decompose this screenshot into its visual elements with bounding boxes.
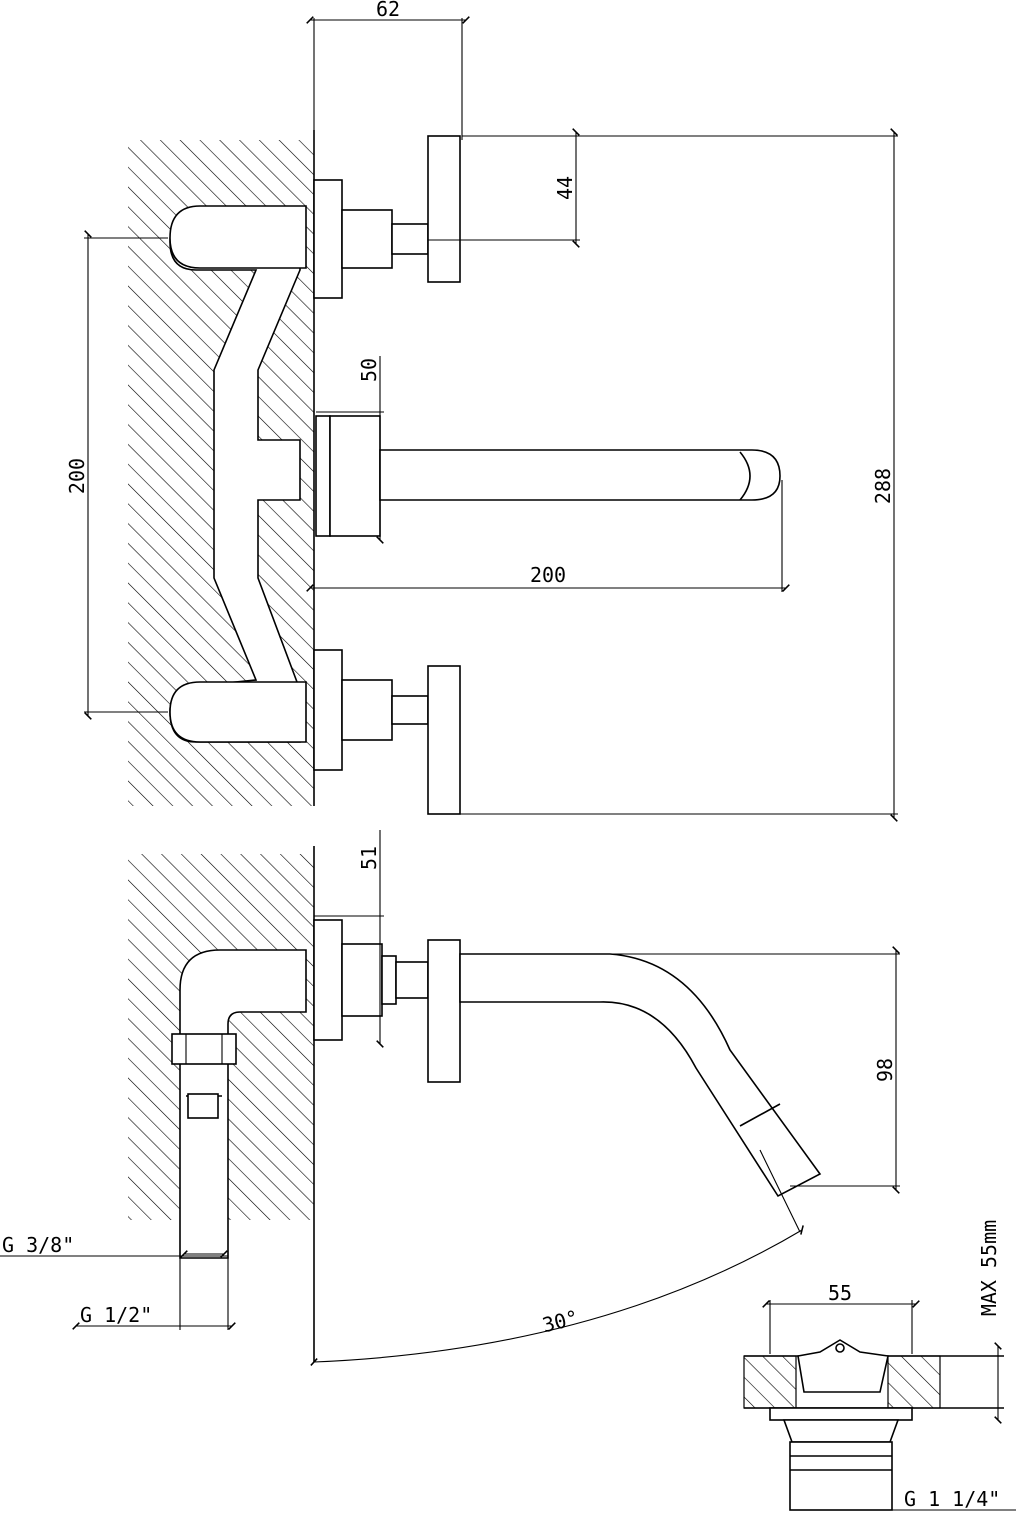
upper-valve-elbow xyxy=(169,205,307,269)
dimension-62: 62 xyxy=(306,0,470,140)
waste-cap xyxy=(797,1339,889,1393)
dim-50-label: 50 xyxy=(357,358,381,382)
dim-200h-label: 200 xyxy=(530,563,566,587)
dim-98-label: 98 xyxy=(873,1058,897,1082)
curved-spout xyxy=(459,953,822,1198)
lower-flange xyxy=(313,649,343,771)
side-handle xyxy=(427,939,461,1083)
dim-30-label: 30° xyxy=(540,1305,581,1337)
dimension-30deg: 30° xyxy=(310,1149,804,1366)
dimension-max-55: MAX 55mm xyxy=(977,1220,1002,1424)
spout-flange xyxy=(315,415,331,537)
dim-200v-label: 200 xyxy=(65,458,89,494)
thread-small-label: G 3/8" xyxy=(2,1233,74,1257)
upper-handle xyxy=(427,135,461,283)
dim-62-label: 62 xyxy=(376,0,400,21)
dimension-55: 55 xyxy=(762,1281,920,1354)
dimension-288: 288 xyxy=(460,128,898,822)
lower-valve-elbow xyxy=(169,681,307,743)
supply-elbow xyxy=(179,949,307,1259)
dim-51-label: 51 xyxy=(357,846,381,870)
dimension-50: 50 xyxy=(316,356,384,544)
waste-thread-label: G 1 1/4" xyxy=(904,1487,1000,1511)
dimension-44: 44 xyxy=(428,128,580,248)
dimension-200-horizontal: 200 xyxy=(306,480,790,592)
lower-handle xyxy=(427,665,461,815)
dim-55-label: 55 xyxy=(828,1281,852,1305)
side-flange xyxy=(313,919,343,1041)
dimension-waste-thread: G 1 1/4" xyxy=(790,1487,1016,1511)
dim-max-label: MAX 55mm xyxy=(977,1220,1001,1316)
thread-callouts: G 3/8" G 1/2" xyxy=(0,1233,236,1330)
side-view: 51 98 30° G 3/8" G 1/2" xyxy=(0,830,900,1366)
dimension-98: 98 xyxy=(460,946,900,1194)
waste-body xyxy=(789,1441,893,1511)
hex-nut xyxy=(171,1033,237,1065)
top-view: 62 44 288 50 200 200 xyxy=(65,0,898,822)
upper-flange xyxy=(313,179,343,299)
dimension-200-vertical: 200 xyxy=(65,230,168,720)
waste-detail: 55 MAX 55mm G 1 1/4" xyxy=(743,1220,1016,1511)
dim-288-label: 288 xyxy=(871,468,895,504)
thread-large-label: G 1/2" xyxy=(80,1303,152,1327)
dim-44-label: 44 xyxy=(553,176,577,200)
spout-top xyxy=(379,449,781,501)
dimension-51: 51 xyxy=(314,830,384,1048)
